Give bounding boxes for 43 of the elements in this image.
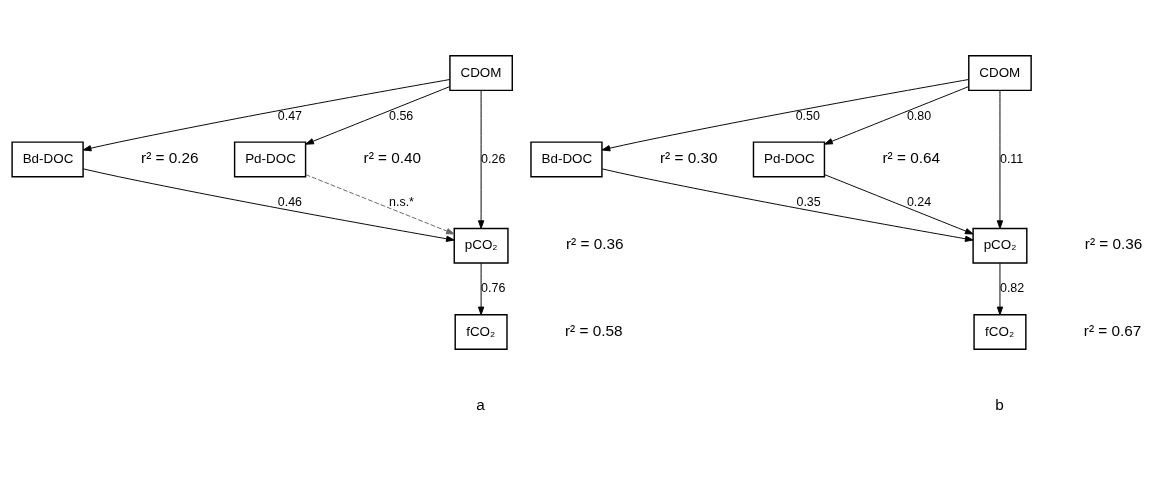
edge-label: n.s.* bbox=[389, 194, 414, 209]
node-box: CDOM bbox=[968, 55, 1032, 92]
arrow bbox=[82, 79, 451, 152]
node-box: Bd-DOC bbox=[530, 141, 603, 178]
edge-label: 0.24 bbox=[906, 194, 932, 209]
arrow bbox=[305, 86, 450, 145]
arrow bbox=[996, 89, 1004, 229]
edge-label: 0.80 bbox=[906, 108, 932, 123]
node-box: pCO₂ bbox=[453, 227, 509, 264]
edge-label: 0.46 bbox=[277, 194, 303, 209]
node-label: r² = 0.30 bbox=[659, 149, 718, 167]
node-label: r² = 0.36 bbox=[1084, 235, 1143, 253]
node-box: fCO₂ bbox=[973, 314, 1027, 351]
node-label: r² = 0.40 bbox=[363, 149, 422, 167]
node-label: r² = 0.26 bbox=[141, 149, 199, 167]
edge-label: 0.56 bbox=[389, 108, 414, 123]
edge-label: 0.35 bbox=[796, 194, 821, 209]
arrow bbox=[824, 174, 974, 235]
arrow bbox=[996, 262, 1004, 316]
arrow bbox=[824, 86, 969, 145]
node-label: r² = 0.67 bbox=[1083, 321, 1142, 339]
node-box: Bd-DOC bbox=[11, 141, 84, 178]
edge-label: 0.82 bbox=[999, 281, 1025, 296]
edge-label: 0.47 bbox=[277, 108, 303, 123]
edge-label: 0.11 bbox=[999, 151, 1024, 166]
edge-label: 0.50 bbox=[795, 108, 820, 123]
label: a bbox=[476, 395, 485, 413]
node-label: r² = 0.36 bbox=[565, 235, 624, 253]
node-box: Pd-DOC bbox=[752, 141, 826, 178]
arrow bbox=[601, 79, 970, 152]
node-box: pCO₂ bbox=[972, 227, 1028, 264]
label: b bbox=[995, 395, 1004, 413]
arrow bbox=[305, 174, 455, 235]
arrow bbox=[82, 168, 455, 242]
node-label: r² = 0.58 bbox=[565, 321, 623, 339]
node-box: CDOM bbox=[449, 55, 513, 92]
arrow bbox=[477, 262, 485, 316]
node-label: r² = 0.64 bbox=[882, 149, 940, 167]
node-box: Pd-DOC bbox=[233, 141, 307, 178]
arrow bbox=[601, 168, 974, 242]
edge-label: 0.76 bbox=[481, 281, 506, 296]
arrow bbox=[477, 89, 485, 229]
node-box: fCO₂ bbox=[454, 314, 508, 351]
